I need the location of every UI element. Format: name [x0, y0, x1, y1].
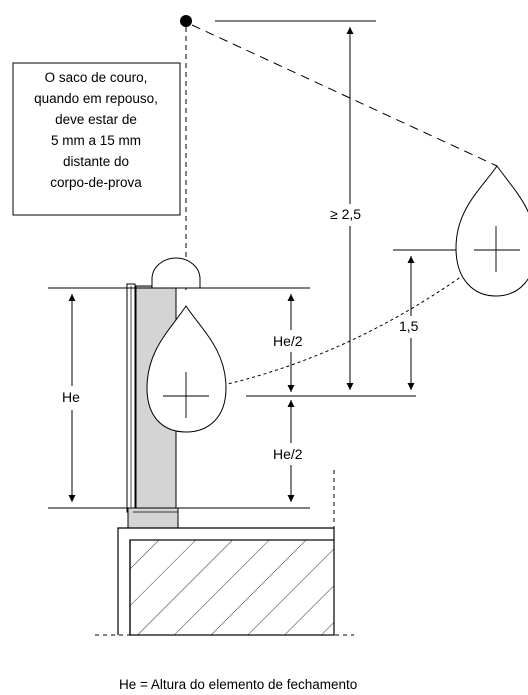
swing-trajectory: [163, 250, 497, 397]
bag-raised: [455, 165, 528, 297]
pivot-point: [180, 15, 192, 27]
min-height-label: ≥ 2,5: [330, 206, 361, 222]
slab-hatched-section: [129, 539, 335, 636]
bag-at-rest: [146, 305, 227, 433]
note-line-6: corpo-de-prova: [50, 175, 142, 190]
note-line-2: quando em repouso,: [34, 91, 158, 106]
note-line-4: 5 mm a 15 mm: [51, 133, 141, 148]
height-label: He: [62, 389, 80, 405]
half-top-label: He/2: [273, 333, 303, 349]
half-bottom-label: He/2: [273, 446, 303, 462]
specimen-foot: [127, 507, 179, 529]
caption: He = Altura do elemento de fechamento: [119, 677, 357, 692]
slab-outline: [117, 527, 335, 635]
note-box: [12, 62, 181, 216]
drop-height-label: 1,5: [399, 318, 419, 334]
note-line-3: deve estar de: [55, 112, 137, 127]
note-line-5: distante do: [63, 154, 129, 169]
specimen-cap: [151, 257, 201, 289]
note-line-1: O saco de couro,: [45, 70, 148, 85]
cable-raised: [191, 24, 498, 167]
